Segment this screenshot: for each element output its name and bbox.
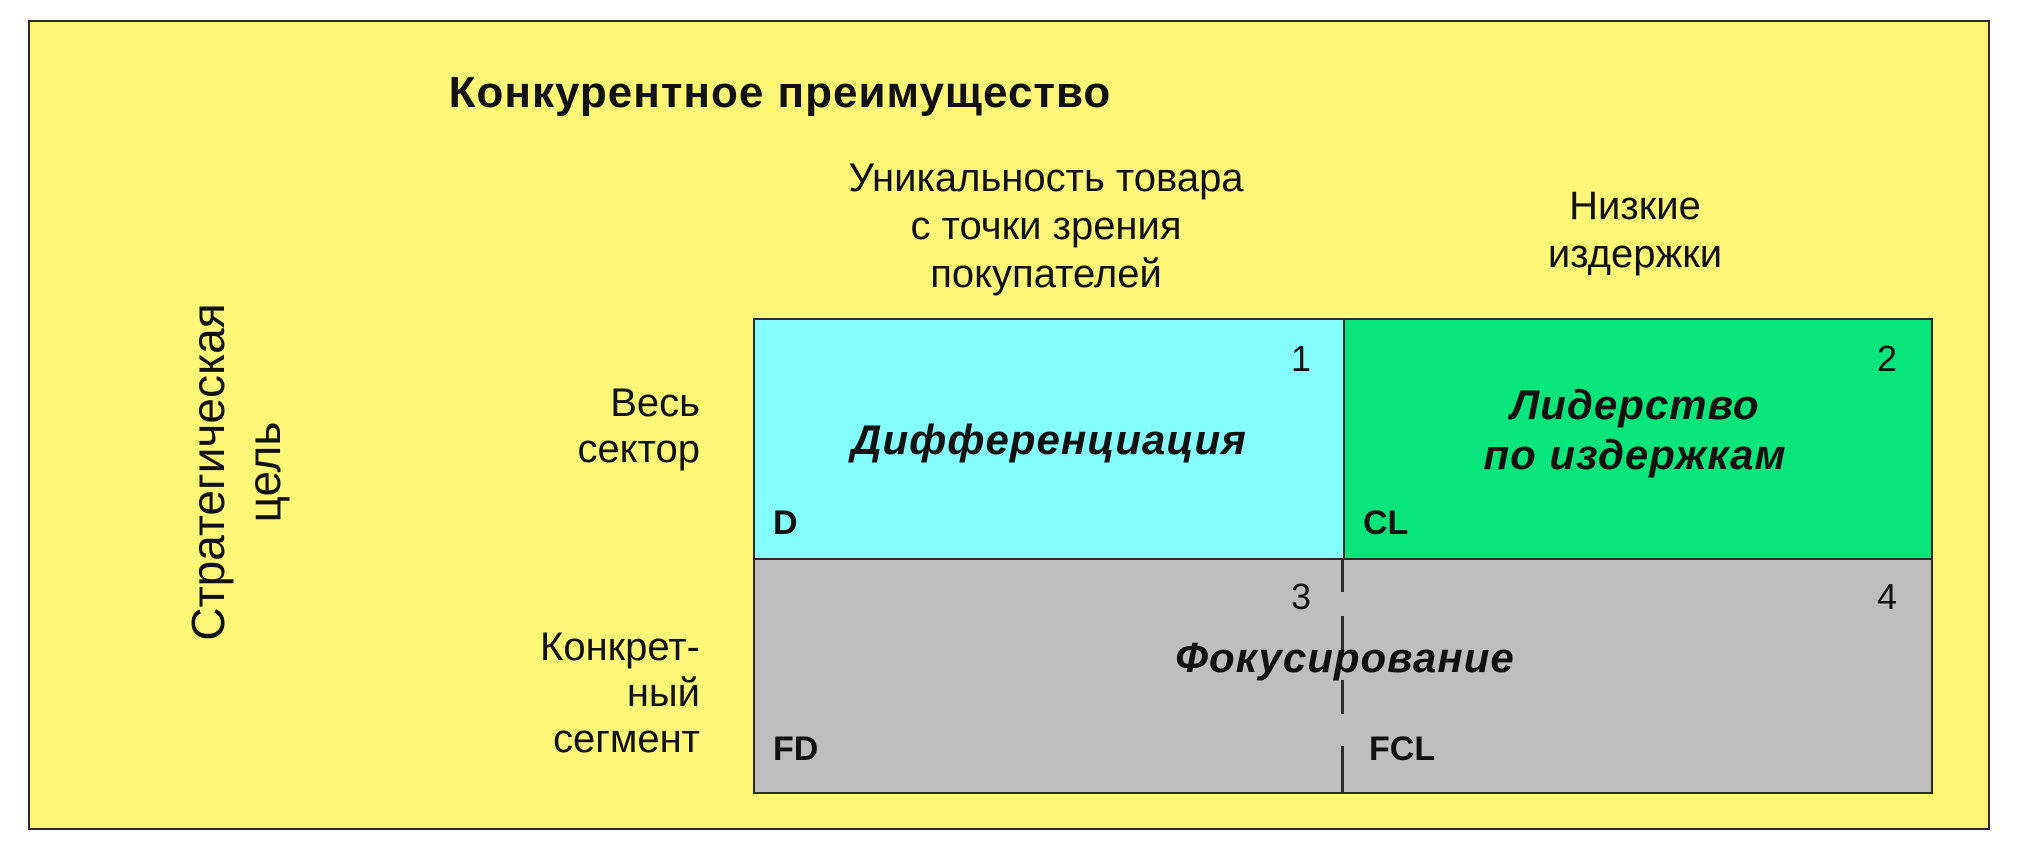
side-label-strategic-target: Стратегическая цель — [166, 262, 306, 682]
row-header-whole-sector: Весь сектор — [370, 380, 700, 472]
column-header-low-costs-text: Низкие издержки — [1547, 184, 1723, 276]
code-cl: CL — [1363, 504, 1409, 542]
row-header-segment: Конкрет- ный сегмент — [370, 624, 700, 762]
cell-number-2: 2 — [1877, 338, 1898, 379]
diagram-frame: Конкурентное преимущество Уникальность т… — [28, 20, 1990, 830]
strategy-differentiation: Дифференциация — [851, 416, 1247, 463]
cell-differentiation — [755, 320, 1343, 558]
code-fd: FD — [773, 730, 819, 768]
focus-divider-dash — [1341, 558, 1344, 592]
row-header-segment-text: Конкрет- ный сегмент — [540, 625, 700, 761]
column-header-uniqueness: Уникальность товара с точки зрения покуп… — [746, 154, 1346, 298]
strategy-cost-leadership: Лидерство по издержкам — [1483, 381, 1787, 478]
cell-number-4: 4 — [1877, 576, 1898, 617]
code-d: D — [773, 504, 798, 542]
focus-divider-dash — [1341, 616, 1344, 650]
row-header-whole-sector-text: Весь сектор — [577, 381, 700, 471]
cell-cost-leadership — [1343, 320, 1931, 558]
code-fcl: FCL — [1369, 730, 1436, 768]
strategy-focus: Фокусирование — [1175, 634, 1515, 681]
cell-number-1: 1 — [1291, 338, 1312, 379]
cell-number-3: 3 — [1291, 576, 1312, 617]
diagram-title: Конкурентное преимущество — [448, 68, 1112, 117]
strategy-matrix: 1 2 3 4 Дифференциация Лидерство по изде… — [753, 318, 1933, 794]
focus-divider-dash — [1341, 680, 1344, 714]
side-label-text: Стратегическая цель — [182, 303, 290, 641]
column-header-uniqueness-text: Уникальность товара с точки зрения покуп… — [848, 156, 1244, 296]
column-header-low-costs: Низкие издержки — [1340, 182, 1930, 278]
focus-divider-dash — [1341, 746, 1344, 792]
